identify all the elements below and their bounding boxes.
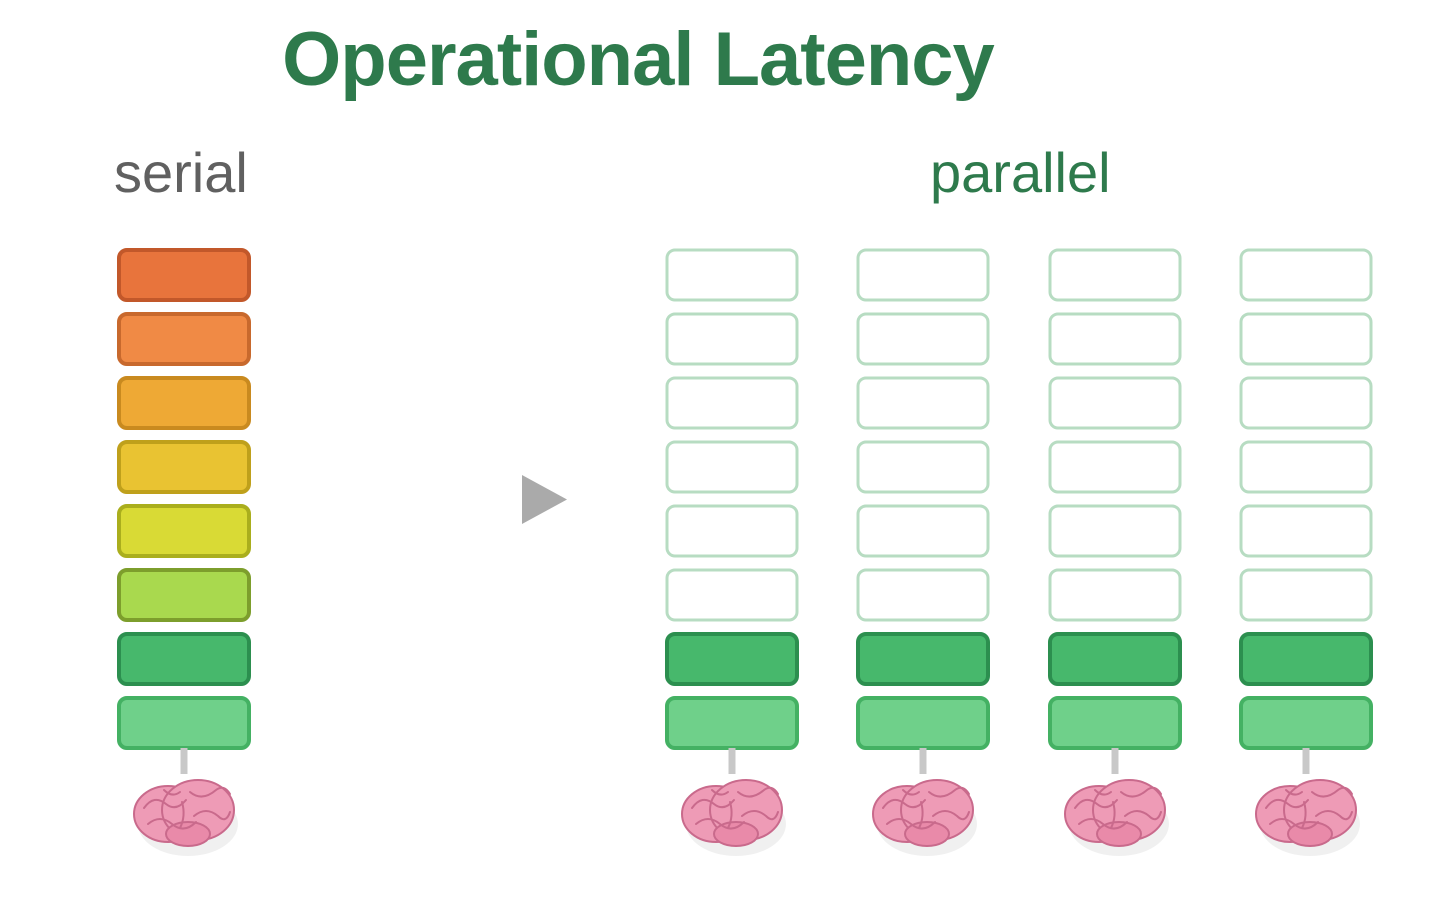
- brain-icon: [133, 779, 238, 856]
- brain-icon: [1255, 779, 1360, 856]
- brain-fold: [928, 786, 970, 798]
- parallel-label: parallel: [930, 141, 1111, 204]
- brain-fold: [932, 810, 970, 821]
- empty-block: [1048, 440, 1182, 494]
- brain-fold: [1285, 789, 1303, 796]
- brain-icon: [681, 779, 786, 856]
- brain-fold: [193, 810, 231, 821]
- brain-fold: [737, 786, 779, 798]
- empty-block: [665, 504, 799, 558]
- brain-fold: [1269, 818, 1319, 830]
- brain-fold: [163, 789, 181, 796]
- serial-block: [117, 632, 251, 686]
- brain-fold: [143, 798, 187, 809]
- brain-fold: [727, 801, 733, 829]
- serial-block: [117, 248, 251, 302]
- play-triangle-icon: [522, 475, 567, 524]
- serial-column: [117, 248, 251, 856]
- filled-block: [856, 696, 990, 750]
- empty-block: [856, 568, 990, 622]
- empty-block: [1048, 312, 1182, 366]
- serial-block: [117, 568, 251, 622]
- brain-icon: [1064, 779, 1169, 856]
- empty-block: [1239, 248, 1373, 302]
- brain-fold: [1110, 801, 1116, 829]
- filled-block: [1239, 696, 1373, 750]
- empty-block: [665, 568, 799, 622]
- parallel-stack: [1048, 248, 1182, 856]
- empty-block: [1239, 504, 1373, 558]
- parallel-stack: [665, 248, 799, 856]
- empty-block: [856, 376, 990, 430]
- filled-block: [665, 696, 799, 750]
- filled-block: [1048, 632, 1182, 686]
- empty-block: [856, 504, 990, 558]
- brain-fold: [882, 798, 926, 809]
- brain-fold: [1311, 786, 1353, 798]
- brain-fold: [179, 801, 185, 829]
- empty-block: [1048, 568, 1182, 622]
- brain-fold: [691, 798, 735, 809]
- serial-block: [117, 696, 251, 750]
- brain-fold: [1315, 810, 1353, 821]
- empty-block: [1048, 504, 1182, 558]
- empty-block: [665, 312, 799, 366]
- serial-block: [117, 440, 251, 494]
- empty-block: [856, 312, 990, 366]
- serial-block: [117, 312, 251, 366]
- brain-fold: [918, 801, 924, 829]
- filled-block: [1239, 632, 1373, 686]
- brain-fold: [1301, 801, 1307, 829]
- brain-icon: [872, 779, 977, 856]
- parallel-stack: [856, 248, 990, 856]
- brain-fold: [741, 810, 779, 821]
- serial-block: [117, 504, 251, 558]
- empty-block: [1239, 568, 1373, 622]
- empty-block: [665, 248, 799, 302]
- brain-fold: [147, 818, 197, 830]
- brain-fold: [1074, 798, 1118, 809]
- parallel-columns: [665, 248, 1373, 856]
- serial-label: serial: [114, 141, 248, 204]
- empty-block: [1239, 376, 1373, 430]
- page-title: Operational Latency: [282, 17, 995, 102]
- serial-stack: [117, 248, 251, 856]
- brain-fold: [902, 789, 920, 796]
- brain-fold: [695, 818, 745, 830]
- empty-block: [665, 440, 799, 494]
- brain-fold: [1078, 818, 1128, 830]
- brain-fold: [1120, 786, 1162, 798]
- brain-fold: [1124, 810, 1162, 821]
- filled-block: [856, 632, 990, 686]
- empty-block: [1239, 312, 1373, 366]
- filled-block: [1048, 696, 1182, 750]
- brain-fold: [1094, 789, 1112, 796]
- empty-block: [665, 376, 799, 430]
- empty-block: [856, 440, 990, 494]
- parallel-stack: [1239, 248, 1373, 856]
- brain-fold: [711, 789, 729, 796]
- empty-block: [856, 248, 990, 302]
- empty-block: [1048, 248, 1182, 302]
- brain-fold: [886, 818, 936, 830]
- empty-block: [1239, 440, 1373, 494]
- brain-fold: [1265, 798, 1309, 809]
- filled-block: [665, 632, 799, 686]
- brain-fold: [189, 786, 231, 798]
- empty-block: [1048, 376, 1182, 430]
- serial-block: [117, 376, 251, 430]
